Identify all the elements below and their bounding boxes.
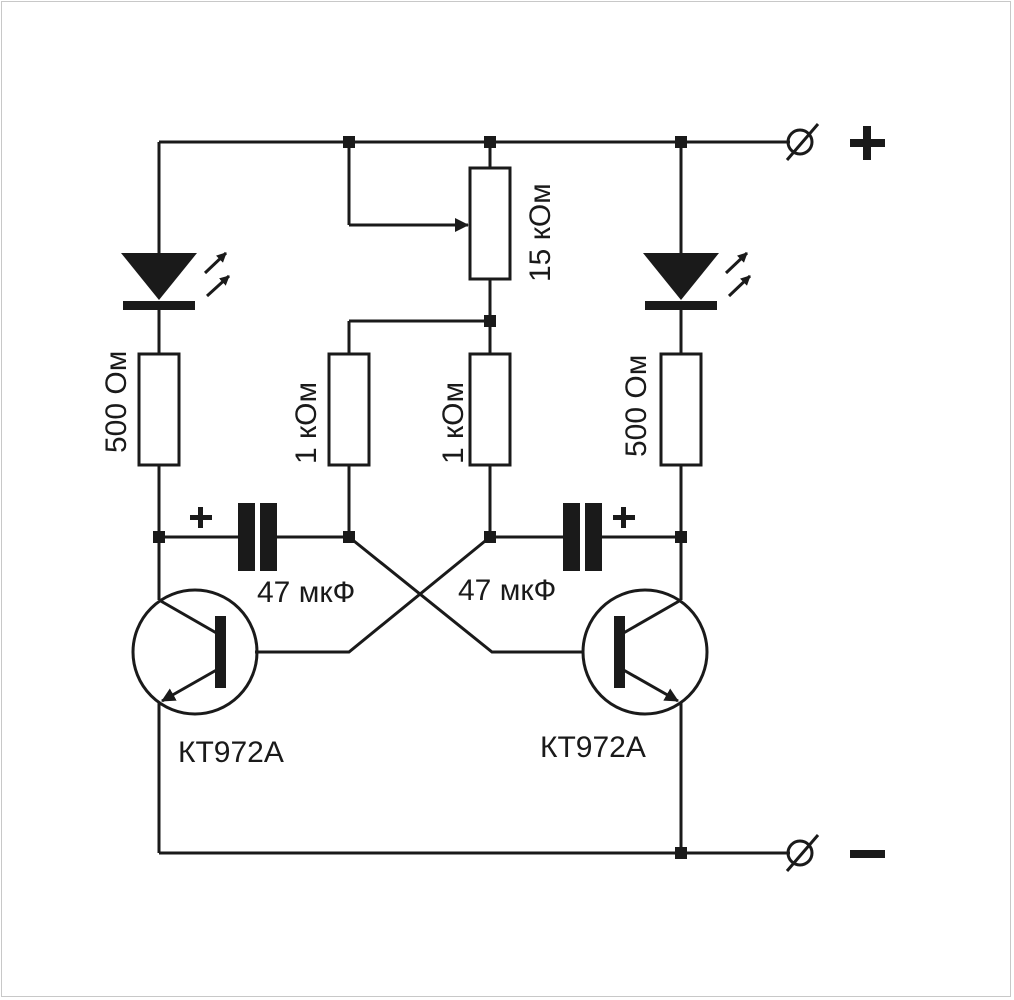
- terminal-positive-icon[interactable]: [786, 128, 814, 156]
- junction-dot: [675, 136, 687, 148]
- led-left-cathode: [123, 301, 195, 310]
- transistor-left-collector: [158, 598, 221, 637]
- transistor-right-emitter-icon: [619, 666, 679, 703]
- transistor-right-body: [581, 588, 709, 716]
- resistor-1k-right-label: 1 кОм: [437, 382, 470, 464]
- capacitor-right-plate-a: [563, 503, 580, 571]
- resistor-1k-left-label: 1 кОм: [290, 382, 323, 464]
- cap-left-plus-v: [198, 507, 203, 528]
- terminal-positive-slash: [785, 123, 820, 161]
- junction-dot: [484, 136, 496, 148]
- led-left-icon: [121, 253, 197, 300]
- junction-dot: [675, 847, 687, 859]
- wire-cross-left-to-right-base: [348, 535, 584, 654]
- terminal-negative-icon[interactable]: [786, 839, 814, 867]
- transistor-right-collector: [619, 598, 682, 637]
- led-right-light-arrow-icon: [727, 274, 752, 298]
- junction-dot: [343, 531, 355, 543]
- capacitor-left-plate-b: [260, 503, 277, 571]
- potentiometer-label: 15 кОм: [524, 183, 557, 282]
- led-right-cathode: [645, 301, 717, 310]
- transistor-right-base: [614, 616, 625, 688]
- led-right-icon: [643, 253, 719, 300]
- capacitor-left-label: 47 мкФ: [257, 576, 355, 609]
- transistor-left-emitter-icon: [161, 666, 221, 703]
- junction-dot: [675, 531, 687, 543]
- junction-dot: [343, 136, 355, 148]
- potentiometer-15k: [468, 166, 512, 281]
- led-left-light-arrow-icon: [205, 274, 231, 298]
- plus-sign-v: [863, 126, 871, 160]
- led-right-light-arrow-icon: [724, 251, 749, 275]
- junction-dot: [153, 531, 165, 543]
- resistor-500-right-label: 500 Ом: [620, 355, 653, 457]
- resistor-500-right: [659, 352, 703, 467]
- terminal-negative-slash: [785, 834, 820, 872]
- resistor-1k-left: [327, 352, 371, 467]
- transistor-left-base: [215, 616, 226, 688]
- cap-right-plus-v: [621, 507, 626, 528]
- resistor-1k-right: [468, 352, 512, 467]
- transistor-right-label: КТ972А: [540, 731, 646, 764]
- resistor-500-left: [137, 352, 181, 467]
- junction-dot: [484, 531, 496, 543]
- junction-dot: [484, 315, 496, 327]
- resistor-500-left-label: 500 Ом: [100, 351, 133, 453]
- led-left-light-arrow-icon: [203, 251, 228, 275]
- minus-sign-icon: [850, 850, 885, 858]
- capacitor-left-plate-a: [238, 503, 255, 571]
- transistor-left-label: КТ972А: [178, 736, 284, 769]
- wire-cross-right-to-left-base: [255, 535, 491, 654]
- transistor-left-body: [131, 588, 259, 716]
- capacitor-right-label: 47 мкФ: [458, 574, 556, 607]
- capacitor-right-plate-b: [585, 503, 602, 571]
